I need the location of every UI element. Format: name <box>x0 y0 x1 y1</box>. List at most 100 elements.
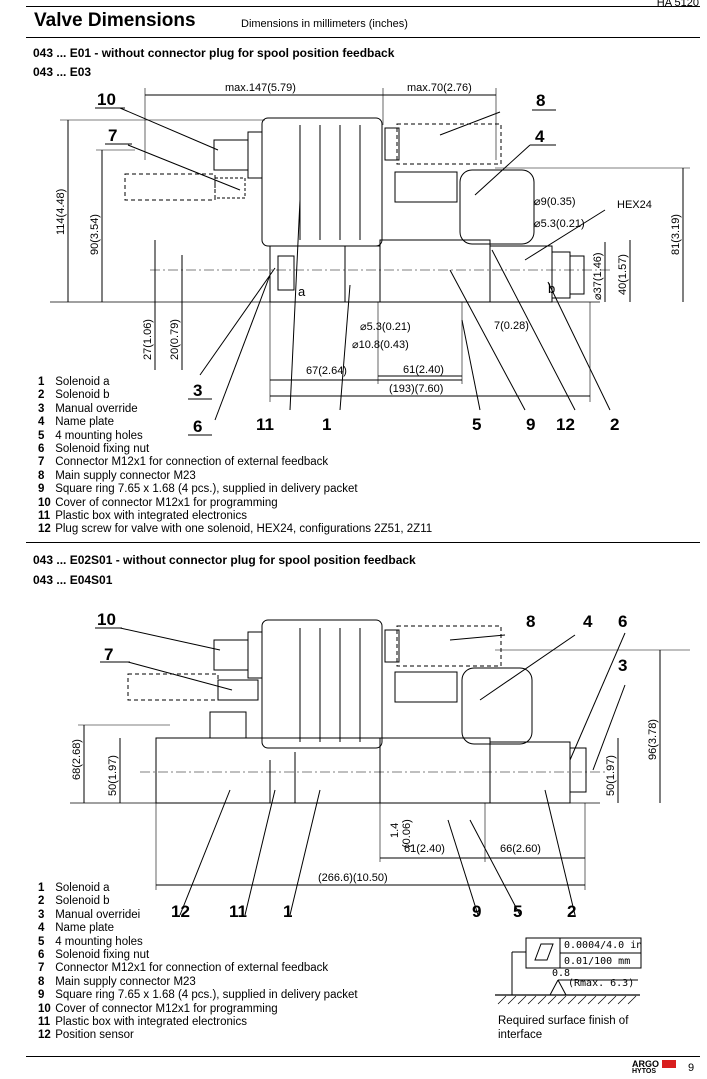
dim-67: 67(2.64) <box>306 365 347 377</box>
legend-number: 10 <box>38 496 51 509</box>
legend-number: 5 <box>38 429 45 442</box>
callout2-12: 12 <box>171 902 190 921</box>
legend-number: 8 <box>38 469 45 482</box>
section2-subheading: 043 ... E04S01 <box>33 573 113 587</box>
legend-item: 9 Square ring 7.65 x 1.68 (4 pcs.), supp… <box>38 483 432 496</box>
flatness-tolerance-mm: 0.01/100 mm <box>564 956 631 967</box>
callout2-3: 3 <box>618 656 627 675</box>
callout-1: 1 <box>322 415 331 434</box>
dim-d9: ⌀9(0.35) <box>534 196 575 208</box>
callout2-11: 11 <box>229 902 247 921</box>
legend-text: Manual overridei <box>55 908 141 921</box>
legend-number: 9 <box>38 989 45 1002</box>
section2-heading: 043 ... E02S01 - without connector plug … <box>33 553 416 567</box>
document-code: HA 5120 <box>656 0 699 9</box>
legend-text: Connector M12x1 for connection of extern… <box>55 456 329 469</box>
dim-d53-bottom: ⌀5.3(0.21) <box>360 321 411 333</box>
dim-81: 81(3.19) <box>670 214 682 255</box>
legend-number: 7 <box>38 456 45 469</box>
legend-number: 5 <box>38 935 45 948</box>
callout2-10: 10 <box>97 610 116 629</box>
brand-logo-line1: ARGO <box>632 1059 659 1069</box>
legend-number: 2 <box>38 895 45 908</box>
dim-61: 61(2.40) <box>403 364 444 376</box>
dim-61b: 61(2.40) <box>404 843 445 855</box>
legend-number: 9 <box>38 483 45 496</box>
callout2-5: 5 <box>513 902 522 921</box>
legend-number: 11 <box>38 510 51 523</box>
legend-item: 2 Solenoid b <box>38 389 432 402</box>
page-title: Valve Dimensions <box>34 10 196 31</box>
callout2-1: 1 <box>283 902 292 921</box>
legend-number: 12 <box>38 1029 51 1042</box>
dim-d108: ⌀10.8(0.43) <box>352 339 409 351</box>
dim-68: 68(2.68) <box>71 739 83 780</box>
legend-text: Solenoid a <box>55 376 110 388</box>
dim-d37: ⌀37(1.46) <box>592 252 604 300</box>
surface-caption-line2: interface <box>498 1029 543 1041</box>
dim-266: (266.6)(10.50) <box>318 872 388 884</box>
dim-1-4: 1.4 <box>389 823 401 838</box>
legend-text: Square ring 7.65 x 1.68 (4 pcs.), suppli… <box>55 989 358 1002</box>
legend-item: 1 Solenoid a <box>38 882 358 895</box>
brand-logo: ARGO HYTOS <box>632 1060 659 1076</box>
dim-20: 20(0.79) <box>169 319 181 360</box>
dim-7: 7(0.28) <box>494 320 529 332</box>
legend-text: Solenoid fixing nut <box>55 443 150 456</box>
legend-item: 4 Name plate <box>38 922 358 935</box>
callout-8: 8 <box>536 91 545 110</box>
callout-3: 3 <box>193 381 202 400</box>
callout-11: 11 <box>256 415 274 434</box>
legend-item: 10 Cover of connector M12x1 for programm… <box>38 497 432 510</box>
legend-item: 11 Plastic box with integrated electroni… <box>38 510 432 523</box>
label-solenoid-a: a <box>298 284 306 299</box>
legend-item: 8 Main supply connector M23 <box>38 470 432 483</box>
legend-number: 4 <box>38 416 45 429</box>
surface-caption-line1: Required surface finish of <box>498 1015 629 1027</box>
legend-item: 5 4 mounting holes <box>38 430 432 443</box>
legend-text: Name plate <box>55 922 115 935</box>
callout-2: 2 <box>610 415 619 434</box>
page-number: 9 <box>688 1062 695 1074</box>
dim-50-right: 50(1.97) <box>605 755 617 796</box>
legend-item: 3 Manual override <box>38 403 432 416</box>
legend-number: 7 <box>38 962 45 975</box>
callout2-6: 6 <box>618 612 627 631</box>
legend-number: 6 <box>38 443 45 456</box>
legend-item: 4 Name plate <box>38 416 432 429</box>
legend-text: Plastic box with integrated electronics <box>55 1016 247 1029</box>
legend-text: Manual override <box>55 402 138 415</box>
legend-item: 6 Solenoid fixing nut <box>38 949 358 962</box>
legend-number: 6 <box>38 949 45 962</box>
legend-number: 1 <box>38 882 45 894</box>
legend-item: 10 Cover of connector M12x1 for programm… <box>38 1003 358 1016</box>
section1-subheading: 043 ... E03 <box>33 65 92 79</box>
legend-text: Solenoid a <box>55 882 110 894</box>
callout-4: 4 <box>535 127 545 146</box>
dim-193: (193)(7.60) <box>389 383 443 395</box>
callout2-9: 9 <box>472 902 481 921</box>
legend-item: 6 Solenoid fixing nut <box>38 443 432 456</box>
dim-114: 114(4.48) <box>55 189 67 235</box>
dim-max147: max.147(5.79) <box>225 82 296 94</box>
legend-item: 8 Main supply connector M23 <box>38 976 358 989</box>
callout-10: 10 <box>97 90 116 109</box>
legend-number: 1 <box>38 376 45 388</box>
legend-item: 12 Plug screw for valve with one solenoi… <box>38 523 432 536</box>
legend-number: 8 <box>38 975 45 988</box>
legend-text: Cover of connector M12x1 for programming <box>55 496 278 509</box>
legend-item: 12 Position sensor <box>38 1029 358 1042</box>
legend-item: 9 Square ring 7.65 x 1.68 (4 pcs.), supp… <box>38 989 358 1002</box>
dim-27: 27(1.06) <box>142 319 154 360</box>
legend-number: 3 <box>38 402 45 415</box>
legend-text: Main supply connector M23 <box>55 975 196 988</box>
legend-number: 4 <box>38 922 45 935</box>
callout2-2: 2 <box>567 902 576 921</box>
legend-text: Main supply connector M23 <box>55 469 196 482</box>
title-rule <box>26 37 700 38</box>
dim-66: 66(2.60) <box>500 843 541 855</box>
